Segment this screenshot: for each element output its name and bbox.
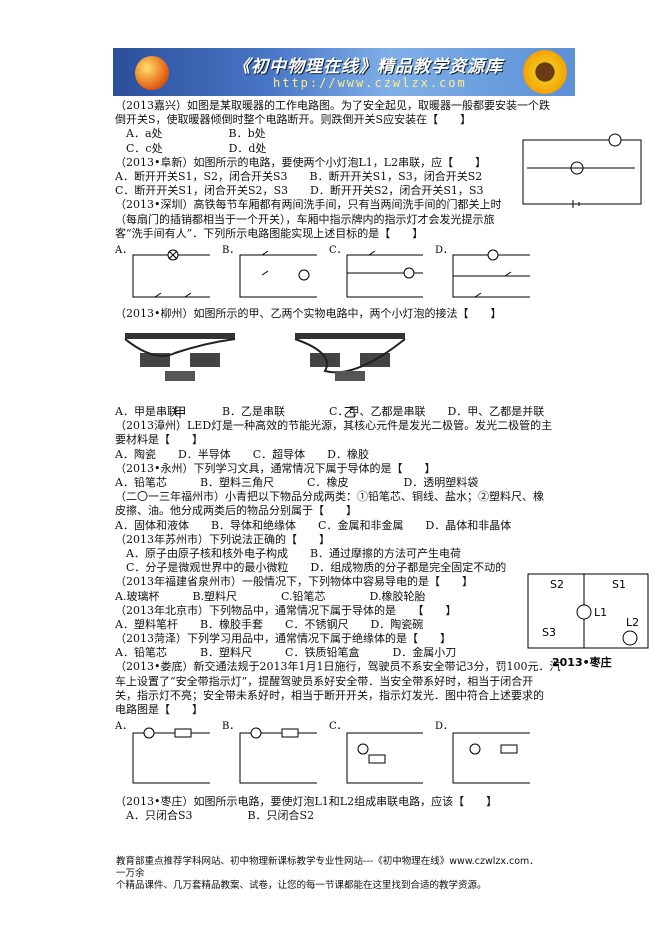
svg-text:C．: C．: [329, 721, 347, 732]
banner-url: http://www.czwlzx.com: [273, 76, 467, 90]
text-line: （2013漳州）LED灯是一种高效的节能光源，其核心元件是发光二极管。发光二极管…: [115, 419, 553, 433]
loudi-circuit-c: C．: [329, 721, 424, 784]
banner-title: 《初中物理在线》精品教学资源库: [233, 57, 503, 77]
site-logo: [135, 56, 169, 90]
text-line: （2013•枣庄）如图所示电路，要使灯泡L1和L2组成串联电路，应该【 】: [115, 795, 498, 809]
text-line: C．断开开关S1，闭合开关S2，S3 D．断开开关S2，闭合开关S1，S3: [115, 184, 484, 198]
q-loudi-circuit-options: A． B． C． D．: [115, 719, 530, 791]
text-line: （2013•阜新）如图所示的电路，要使两个小灯泡L1，L2串联，应【 】: [115, 155, 487, 169]
loudi-circuit-d: D．: [435, 721, 530, 784]
text-line: （2013菏泽）下列学习用品中，通常情况下属于绝缘体的是【 】: [115, 632, 451, 646]
svg-text:A．: A．: [115, 721, 132, 732]
text-line: （2013•深圳）高铁每节车厢都有两间洗手间，只有当两间洗手间的门都关上时: [115, 198, 502, 212]
svg-text:B．: B．: [222, 721, 239, 732]
figure-caption: 2013•枣庄: [552, 655, 612, 669]
switch-label-s2: S2: [550, 578, 564, 591]
q3-circuit-options: A． B． C． D．: [115, 243, 530, 303]
text-line: （每扇门的插销都相当于一个开关），车厢中指示牌内的指示灯才会发光提示旅: [115, 212, 495, 226]
circuit-diagram-c: C．: [329, 245, 424, 298]
svg-text:A．: A．: [115, 245, 132, 256]
switch-label-s1: S1: [612, 578, 626, 591]
text-line: A．原子由原子核和核外电子构成 B．通过摩擦的方法可产生电荷: [115, 546, 462, 560]
lamp-label-l1: L1: [594, 606, 607, 619]
circuit-photo-yi: [294, 333, 406, 382]
text-line: 要材料是【 】: [115, 433, 203, 447]
text-line: C．分子是微观世界中的最小微粒 D．组成物质的分子都是完全固定不动的: [115, 561, 507, 575]
text-line: A．甲是串联 B．乙是串联 C．甲、乙都是串联 D．甲、乙都是并联: [115, 405, 545, 419]
question-content: （2013嘉兴）如图是某取暖器的工作电路图。为了安全起见，取暖器一般都要安装一个…: [115, 99, 561, 824]
svg-text:D．: D．: [435, 721, 453, 732]
svg-text:C．: C．: [329, 245, 347, 256]
text-line: 车上设置了“安全带指示灯”，提醒驾驶员系好安全带．当安全带系好时，相当于闭合开: [115, 674, 534, 688]
header-banner: 《初中物理在线》精品教学资源库 http://www.czwlzx.com: [113, 48, 575, 96]
text-line: （2013年苏州市）下列说法正确的【 】: [115, 532, 330, 546]
text-line: A．塑料笔杆 B．橡胶手套 C．不锈钢尺 D．陶瓷碗: [115, 617, 424, 631]
text-line: C．c处 D．d处: [115, 141, 267, 155]
circuit-photo-jia: [124, 333, 236, 382]
svg-text:D．: D．: [435, 245, 453, 256]
text-line: （2013•永州）下列学习文具，通常情况下属于导体的是【 】: [115, 461, 436, 475]
q4-photos: 甲 乙: [115, 323, 530, 421]
circuit-diagram-a: A．: [115, 245, 210, 298]
text-line: （2013•娄底）新交通法规于2013年1月1日施行，驾驶员不系安全带记3分，罚…: [115, 660, 561, 674]
text-line: 电路图是【 】: [115, 703, 203, 716]
circuit-diagram-d: D．: [435, 245, 530, 298]
page-footer: 教育部重点推荐学科网站、初中物理新课标教学专业性网站---《初中物理在线》www…: [116, 856, 546, 892]
svg-text:B．: B．: [222, 245, 239, 256]
footer-line: 教育部重点推荐学科网站、初中物理新课标教学专业性网站---《初中物理在线》www…: [116, 856, 539, 879]
loudi-circuit-a: A．: [115, 721, 210, 784]
circuit-diagram-b: B．: [222, 245, 317, 298]
text-line: （2013年北京市）下列物品中，通常情况下属于导体的是 【 】: [115, 603, 457, 617]
text-line: A．断开开关S1，S2，闭合开关S3 B．断开开关S1，S3，闭合开关S2: [115, 169, 483, 183]
heater-circuit-diagram: [522, 133, 642, 208]
text-line: A．陶瓷 D．半导体 C．超导体 D．橡胶: [115, 447, 369, 461]
text-line: （2013嘉兴）如图是某取暖器的工作电路图。为了安全起见，取暖器一般都要安装一个…: [115, 99, 550, 112]
photo-label-jia: 甲: [173, 406, 187, 422]
switch-label-s3: S3: [542, 626, 556, 639]
text-line: 皮擦、油。他分成两类后的物品分别属于【 】: [115, 504, 357, 518]
text-line: （2013•柳州）如图所示的甲、乙两个实物电路中，两个小灯泡的接法【 】: [115, 306, 502, 320]
sunflower-decoration: [523, 50, 567, 94]
text-line: （2013年福建省泉州市）一般情况下，下列物体中容易导电的是【 】: [115, 575, 473, 589]
text-line: 关，指示灯不亮；安全带未系好时，相当于断开开关，指示灯发光．图中符合上述要求的: [115, 688, 544, 702]
lamp-label-l2: L2: [626, 616, 639, 629]
text-line: A．a处 B．b处: [115, 127, 266, 141]
text-line: 倒开关S，使取暖器倾倒时整个电路断开。则跌倒开关S应安装在【 】: [115, 113, 472, 127]
loudi-circuit-b: B．: [222, 721, 317, 784]
text-line: （二〇一三年福州市）小青把以下物品分成两类：①铅笔芯、铜线、盐水；②塑料尺、橡: [115, 490, 544, 504]
text-line: A.玻璃杯 B.塑料尺 C.铅笔芯 D.橡胶轮胎: [115, 589, 426, 603]
footer-line: 个精品课件、几万套精品教案、试卷，让您的每一节课都能在这里找到合适的教学资源。: [116, 880, 487, 891]
text-line: A．铅笔芯 B．塑料三角尺 C．橡皮 D．透明塑料袋: [115, 476, 479, 489]
text-line: A．只闭合S3 B．只闭合S2: [115, 809, 315, 823]
text-line: 客“洗手间有人”．下列所示电路图能实现上述目标的是【 】: [115, 226, 424, 240]
text-line: A．固体和液体 B．导体和绝缘体 C．金属和非金属 D．晶体和非晶体: [115, 518, 512, 532]
text-line: A．铅笔芯 B．塑料尺 C．铁质铅笔盒 D．金属小刀: [115, 646, 457, 660]
zaozhuang-circuit-diagram: S2 S1 S3 L1 L2 2013•枣庄: [527, 573, 649, 669]
photo-label-yi: 乙: [343, 406, 357, 422]
